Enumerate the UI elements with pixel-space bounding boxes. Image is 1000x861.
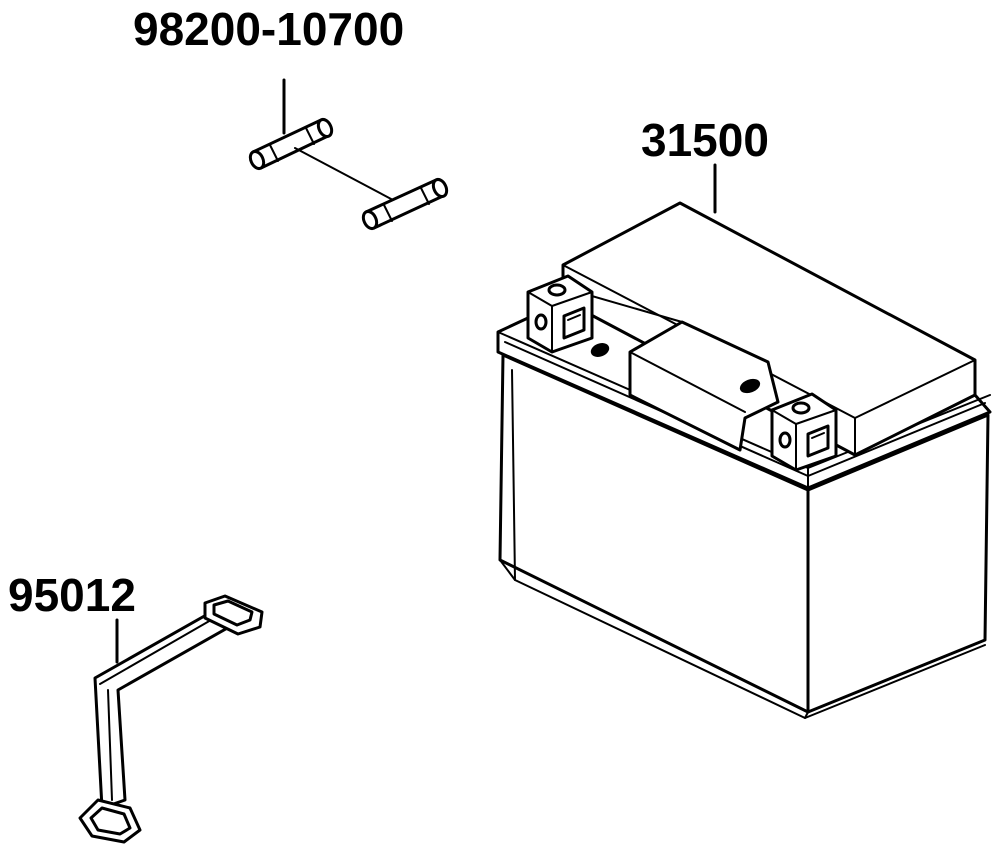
band-group xyxy=(78,594,264,844)
spare-fuse-icon xyxy=(361,177,449,231)
fuse-part-number: 98200-10700 xyxy=(133,3,405,55)
negative-terminal-icon xyxy=(526,274,594,354)
band-part-number: 95012 xyxy=(8,569,136,621)
battery-band-icon xyxy=(78,594,264,844)
positive-terminal-icon xyxy=(770,392,838,472)
fuse-group xyxy=(248,78,449,231)
battery-group xyxy=(496,163,992,719)
fuse-connector-line xyxy=(294,147,394,201)
battery-icon xyxy=(496,201,992,719)
battery-part-number: 31500 xyxy=(641,114,769,166)
fuse-icon xyxy=(248,117,334,171)
